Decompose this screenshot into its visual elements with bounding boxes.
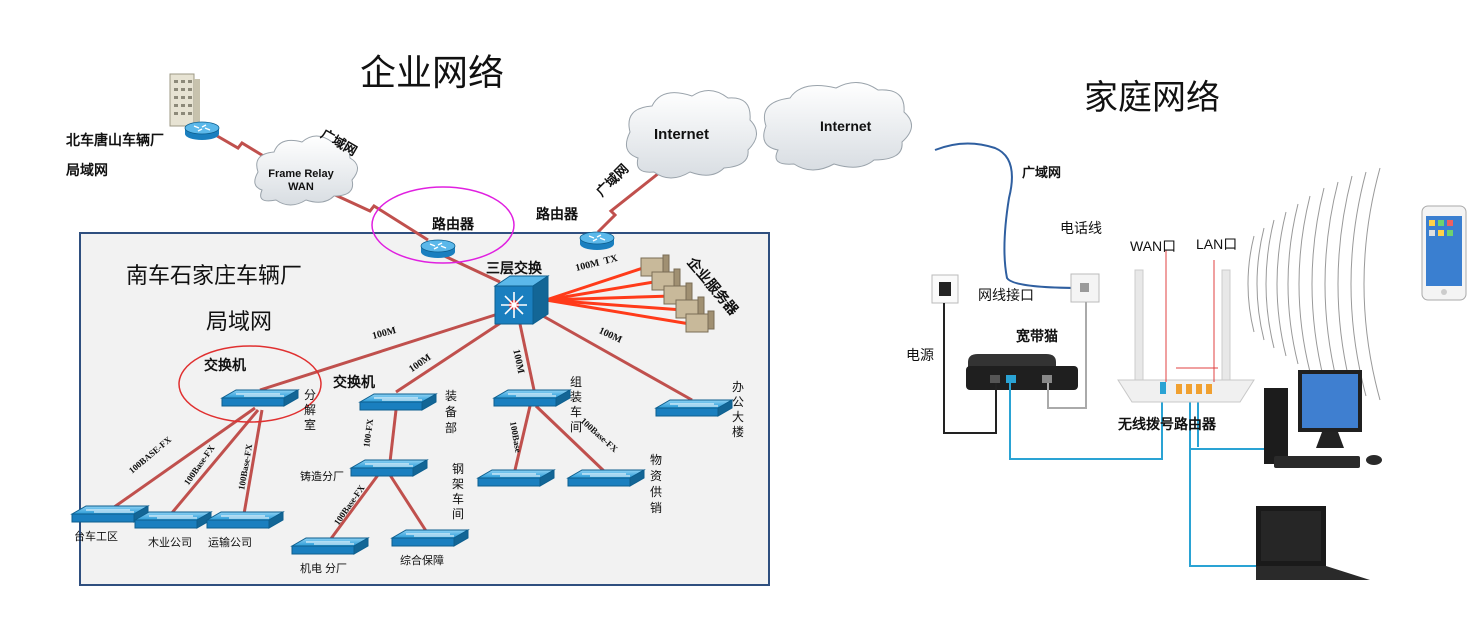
switch-icon-zhuzao xyxy=(350,459,428,477)
router-icon-lan xyxy=(420,239,456,259)
dept-zuzhuang: 组装车间 xyxy=(570,375,583,434)
building-icon xyxy=(169,73,200,127)
switch-icon-gangjia xyxy=(477,469,555,487)
home-cables xyxy=(943,302,1266,567)
internet-label-home: Internet xyxy=(820,118,872,134)
switch-icon-fenjie xyxy=(221,389,299,407)
power-label: 电源 xyxy=(906,347,934,363)
title-home: 家庭网络 xyxy=(1084,78,1220,118)
dept-zhuangbeibu: 装备部 xyxy=(445,389,458,435)
dept-yunshu: 运输公司 xyxy=(208,537,252,549)
router-icon-internet xyxy=(579,231,615,251)
wan-links xyxy=(211,131,689,242)
internet-label-enterprise: Internet xyxy=(654,126,710,143)
net-port-label: 网线接口 xyxy=(978,287,1034,303)
phone-jack-icon xyxy=(1070,273,1100,303)
switch-icon-zhuangbei xyxy=(359,393,437,411)
remote-lan-label-1: 北车唐山车辆厂 xyxy=(66,132,164,148)
modem-label: 宽带猫 xyxy=(1016,328,1058,344)
switch-highlight xyxy=(178,345,322,423)
dept-gangjia: 钢架车间 xyxy=(452,462,465,521)
router-highlight xyxy=(371,186,515,264)
switch-label-2: 交换机 xyxy=(333,374,375,390)
laptop-icon xyxy=(1256,506,1370,580)
switch-icon-jidian xyxy=(291,537,369,555)
remote-lan-label-2: 局域网 xyxy=(66,162,108,178)
home-wan-cable xyxy=(934,142,1084,289)
switch-icon-bangong xyxy=(655,399,733,417)
smartphone-icon xyxy=(1421,205,1467,301)
wireless-router-icon xyxy=(1117,250,1255,403)
wan-port-label: WAN口 xyxy=(1130,238,1177,254)
server-stack-icon xyxy=(640,254,715,333)
layer3-switch-icon xyxy=(493,275,550,325)
router-label-1: 路由器 xyxy=(432,216,474,232)
dept-zonghe: 综合保障 xyxy=(400,555,444,567)
lan-port-label: LAN口 xyxy=(1196,236,1238,252)
wireless-router-label: 无线拨号路由器 xyxy=(1118,416,1216,432)
switch-icon-muye xyxy=(134,511,212,529)
internet-cloud-home xyxy=(763,82,912,171)
dept-fenjieshi: 分解室 xyxy=(304,388,317,432)
switch-icon-zonghe xyxy=(391,529,469,547)
switch-icon-zuzhuang xyxy=(493,389,571,407)
dept-zhuzao: 铸造分厂 xyxy=(300,471,344,483)
dept-bangong: 办公大楼 xyxy=(732,380,745,439)
dept-taiche: 台车工区 xyxy=(74,531,118,543)
lan-title-2: 局域网 xyxy=(206,309,273,334)
core-switch-label: 三层交换 xyxy=(486,260,542,276)
modem-icon xyxy=(966,354,1078,390)
lan-title-1: 南车石家庄车辆厂 xyxy=(126,263,303,288)
frame-relay-cloud xyxy=(254,135,358,206)
switch-icon-yunshu xyxy=(206,511,284,529)
server-links xyxy=(545,266,691,326)
frame-relay-label-1: Frame Relay xyxy=(268,168,334,180)
dept-jidian: 机电 分厂 xyxy=(300,563,348,575)
frame-relay-label-2: WAN xyxy=(288,181,314,193)
wifi-waves-icon xyxy=(1247,167,1381,401)
router-icon-remote xyxy=(184,121,220,141)
lan-links xyxy=(109,251,693,541)
router-label-2: 路由器 xyxy=(536,206,578,222)
power-socket-icon xyxy=(931,274,959,304)
title-enterprise: 企业网络 xyxy=(360,53,505,94)
desktop-computer-icon xyxy=(1264,370,1382,468)
home-wan-label: 广域网 xyxy=(1022,165,1062,180)
switch-icon-wuzi xyxy=(567,469,645,487)
phone-line-label: 电话线 xyxy=(1060,220,1102,236)
dept-muye: 木业公司 xyxy=(148,537,192,549)
internet-cloud-enterprise xyxy=(625,90,757,179)
dept-wuzi: 物资供销 xyxy=(650,453,663,515)
switch-label-1: 交换机 xyxy=(204,357,246,373)
